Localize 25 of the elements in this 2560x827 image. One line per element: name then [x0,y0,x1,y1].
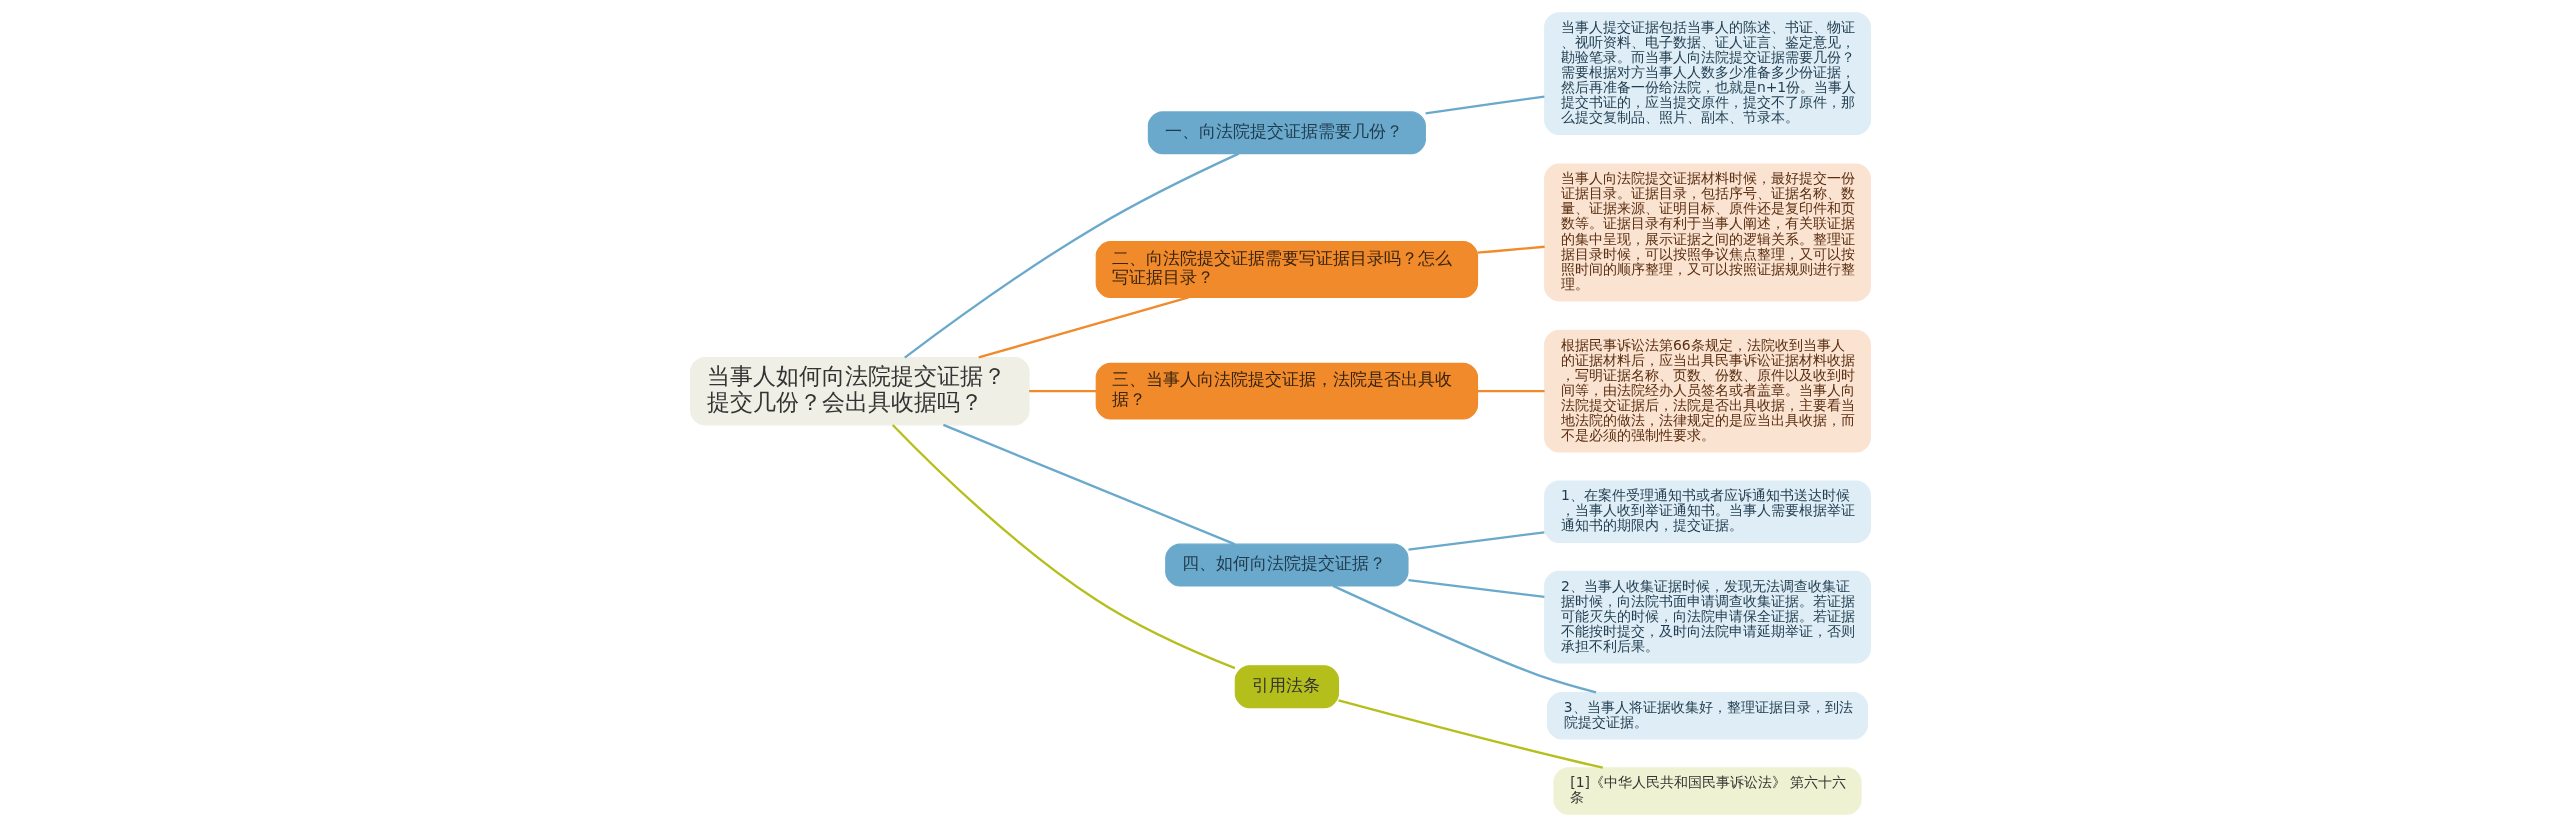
connector [977,296,1189,359]
node-box: [1]《中华人民共和国民事诉讼法》 第六十六条 [1552,767,1862,815]
node-box: 当事人如何向法院提交证据？提交几份？会出具收据吗？ [689,357,1030,426]
connector [942,423,1235,546]
node-box: 引用法条 [1234,665,1339,709]
connector [1407,578,1545,599]
node-box: 四、如何向法院提交证据？ [1164,543,1409,587]
connector [1407,531,1545,551]
connector [1477,245,1545,254]
node-box: 3、当事人将证据收集好，整理证据目录，到法院提交证据。 [1546,691,1868,740]
connector [1028,390,1096,393]
node-box: 三、当事人向法院提交证据，法院是否出具收据？ [1095,362,1478,420]
connector [1337,699,1603,769]
node-box: 根据民事诉讼法第66条规定，法院收到当事人的证据材料后，应当出具民事诉讼证据材料收据，写明证据名称、页数、份数、原件以及收到时间等，由法院经办人员签名或者盖章。当事人向法院提交证据后，法院是否出具收据，主要看当地法院的做法，法律规定的是应当出具收据，而不是必须的强制性要求。 [1543,329,1871,453]
node-box: 当事人提交证据包括当事人的陈述、书证、物证、视听资料、电子数据、证人证言、鉴定意见，勘验笔录。而当事人向法院提交证据需要几份？需要根据对方当事人人数多少准备多少份证据，然后再准备一份给法院，也就是n+1份。当事人提交书证的，应当提交原件，提交不了原件，那么提交复制品、照片、副本、节录本。 [1543,12,1871,136]
connector [891,424,1235,670]
node-box: 一、向法院提交证据需要几份？ [1147,111,1426,155]
connector [1332,584,1596,694]
connector [1424,95,1545,115]
node-box: 1、在案件受理通知书或者应诉通知书送达时候，当事人收到举证通知书。当事人需要根据举证通知书的期限内，提交证据。 [1543,480,1871,543]
node-box: 2、当事人收集证据时候，发现无法调查收集证据时候，向法院书面申请调查收集证据。若证据可能灭失的时候，向法院申请保全证据。若证据不能按时提交，及时向法院申请延期举证，否则承担不利后果。 [1543,570,1871,664]
node-box: 当事人向法院提交证据材料时候，最好提交一份证据目录。证据目录，包括序号、证据名称、数量、证据来源、证明目标、原件还是复印件和页数等。证据目录有利于当事人阐述，有关联证据的集中呈现，展示证据之间的逻辑关系。整理证据目录时候，可以按照争议焦点整理，又可以按照时间的顺序整理，又可以按照证据规则进行整理。 [1543,163,1871,302]
connector [1477,390,1545,393]
connector [903,152,1239,359]
node-box: 二、向法院提交证据需要写证据目录吗？怎么写证据目录？ [1095,241,1478,298]
